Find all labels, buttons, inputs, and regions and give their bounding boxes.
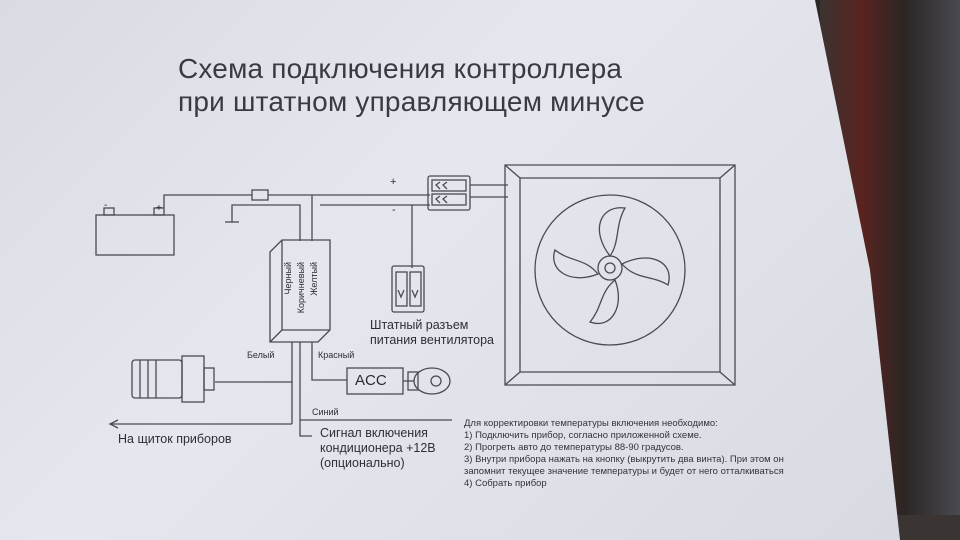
fan-shroud (534, 194, 686, 346)
dashboard-label: На щиток приборов (118, 432, 232, 446)
instructions-header: Для корректировки температуры включения … (464, 418, 718, 429)
fan-blade (620, 257, 670, 287)
ac-signal-label-line2: кондиционера +12В (320, 441, 436, 455)
ac-signal-label-line3: (опционально) (320, 456, 405, 470)
wire-ground (231, 204, 301, 241)
wire-white (215, 342, 293, 383)
fan-blade (553, 248, 600, 279)
battery-terminal-minus (103, 207, 115, 216)
battery-plus-label: + (156, 203, 162, 214)
wire-label-white: Белый (247, 350, 275, 360)
fan-connector-label-line1: Штатный разъем (370, 318, 469, 332)
instruction-item: 1) Подключить прибор, согласно приложенн… (464, 430, 702, 441)
wire-label-red: Красный (318, 350, 355, 360)
fan-hub (597, 255, 623, 281)
instruction-item: запомнит текущее значение температуры и … (464, 466, 784, 477)
fan-blade (598, 207, 627, 258)
instruction-item: 3) Внутри прибора нажать на кнопку (выкр… (464, 454, 784, 465)
wire-plus-top (163, 194, 252, 208)
acc-label: ACC (355, 372, 387, 389)
battery-terminal-plus (153, 207, 165, 216)
battery (95, 214, 175, 256)
instruction-item: 4) Собрать прибор (464, 478, 547, 489)
ignition-key-base (407, 371, 419, 391)
ac-signal-label-line1: Сигнал включения (320, 426, 428, 440)
plus-label: + (390, 176, 397, 188)
wire-label-brown: Коричневый (296, 262, 306, 314)
diagram-title-line1: Схема подключения контроллера (178, 53, 623, 84)
minus-label: - (392, 204, 396, 216)
wire-label-blue: Синий (312, 407, 339, 417)
diagram-title-line2: при штатном управляющем минусе (178, 86, 645, 117)
wire-label-black: Черный (283, 262, 293, 295)
wire-red (311, 342, 347, 381)
relay-block (427, 175, 471, 211)
ac-signal-bracket (299, 420, 312, 437)
instruction-item: 2) Прогреть авто до температуры 88-90 гр… (464, 442, 684, 453)
instructions-block: Для корректировки температуры включения … (464, 418, 784, 490)
fan-blade (588, 278, 620, 325)
battery-minus-label: - (104, 200, 108, 211)
fuse (251, 189, 269, 201)
wire-label-yellow: Желтый (309, 262, 319, 296)
fan-connector (391, 265, 425, 313)
ignition-key (413, 367, 451, 395)
fan-connector-label-line2: питания вентилятора (370, 333, 494, 347)
